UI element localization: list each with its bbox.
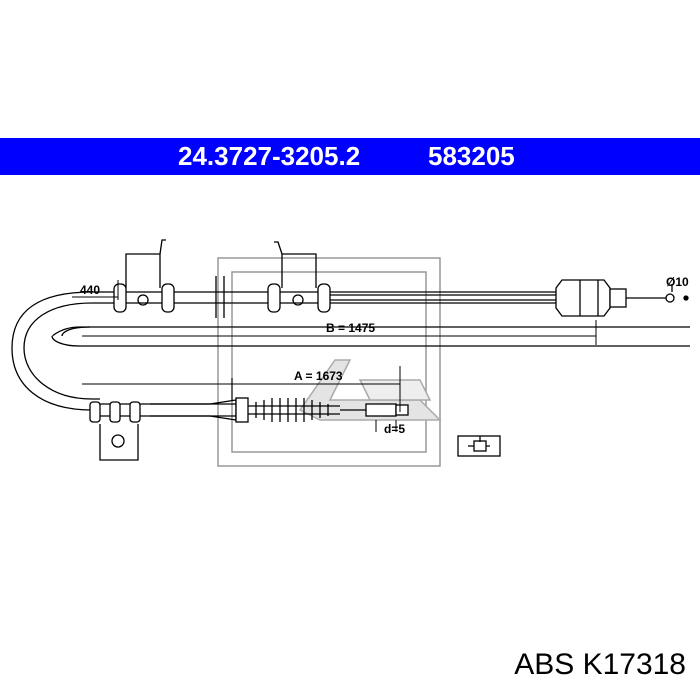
brand-name: ABS [514,648,575,681]
dimension-diameter: Ø10 [666,275,689,289]
reference-number: 583205 [428,141,515,171]
part-number: 24.3727-3205.2 [178,141,361,171]
product-code: K17318 [582,648,686,681]
cable-loop [11,291,690,411]
dimension-440: 440 [80,283,100,297]
upper-cable [113,239,689,318]
header-banner: 24.3727-3205.2 583205 [0,138,700,175]
dimension-b: B = 1475 [326,321,375,335]
footer-label: ABS K17318 [514,648,686,682]
dimension-lines [72,280,597,432]
dimension-a: A = 1673 [294,369,343,383]
rubber-boot [248,398,340,422]
end-fitting-detail-icon [457,435,501,457]
dimension-d: d=5 [384,422,405,436]
lower-cable [89,397,409,461]
